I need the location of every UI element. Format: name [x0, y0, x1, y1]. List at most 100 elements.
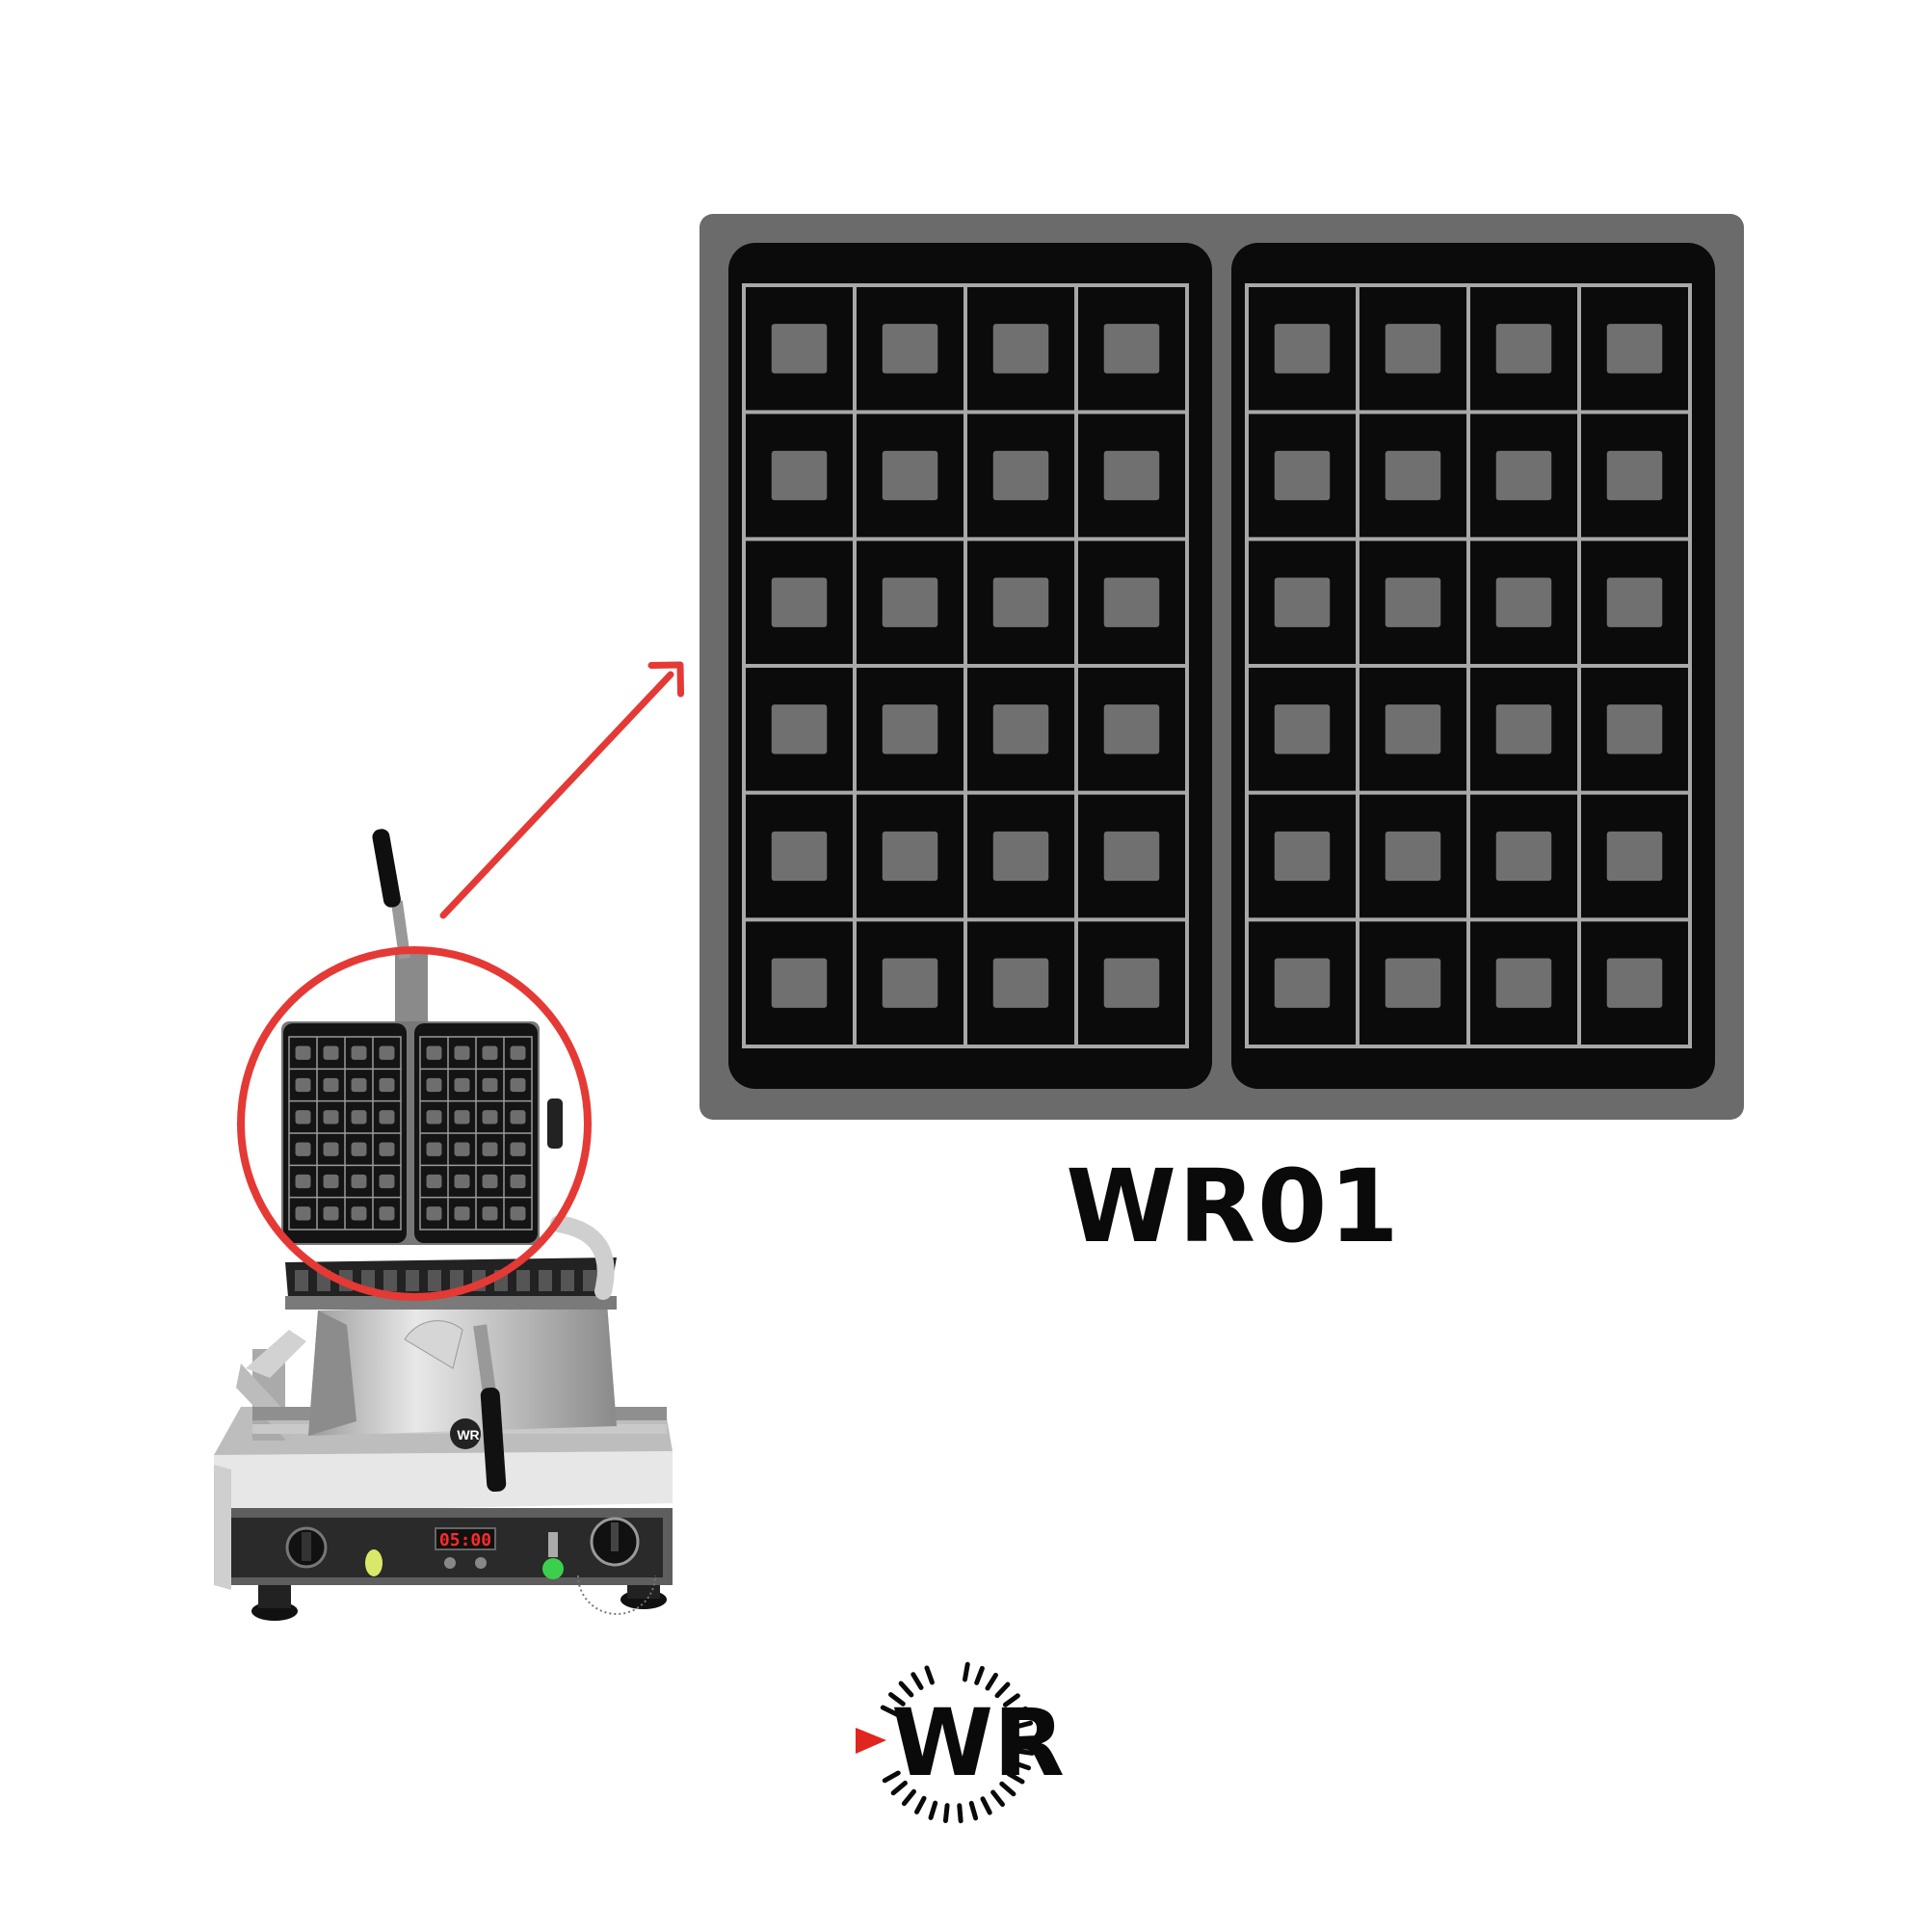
waffle-cell-pocket — [1274, 577, 1331, 627]
logo-text: WR — [891, 1689, 1065, 1797]
small-waffle-cell-pocket — [510, 1077, 526, 1093]
waffle-cell-pocket — [1103, 450, 1160, 501]
logo-tick — [999, 1781, 1016, 1797]
small-waffle-cell-pocket — [482, 1045, 498, 1060]
hinge-pipe — [550, 1215, 615, 1300]
machine-body — [308, 1303, 617, 1436]
waffle-cell-pocket — [1606, 831, 1663, 882]
lower-plate-pocket — [539, 1270, 552, 1291]
wr-badge-text: WR — [457, 1427, 479, 1442]
waffle-cell-pocket — [1274, 704, 1331, 754]
waffle-cell-pocket — [771, 958, 828, 1008]
upper-handle-arm — [390, 900, 411, 960]
small-waffle-cell-pocket — [510, 1174, 526, 1189]
timer-display — [435, 1527, 496, 1550]
waffle-cell-pocket — [992, 577, 1049, 627]
logo-play-icon — [856, 1728, 886, 1754]
waffle-cell-pocket — [1606, 577, 1663, 627]
timer-button[interactable] — [444, 1557, 456, 1569]
small-waffle-cell-pocket — [379, 1110, 395, 1125]
waffle-cell-pocket — [1606, 450, 1663, 501]
thermometer-icon — [548, 1532, 558, 1557]
logo-tick — [968, 1800, 979, 1821]
waffle-cell-pocket — [992, 450, 1049, 501]
small-waffle-cell-pocket — [426, 1142, 442, 1156]
small-waffle-cell-pocket — [454, 1142, 470, 1156]
small-waffle-cell-pocket — [323, 1206, 339, 1221]
waffle-cell-pocket — [1385, 704, 1441, 754]
waffle-cell-pocket — [882, 450, 938, 501]
waffle-cell-pocket — [771, 450, 828, 501]
logo-tick — [980, 1796, 992, 1815]
lower-plate-pocket — [383, 1270, 397, 1291]
waffle-grid-left — [742, 283, 1189, 1048]
lower-plate-pocket — [561, 1270, 574, 1291]
logo-tick — [1009, 1706, 1028, 1718]
small-waffle-cell-pocket — [323, 1174, 339, 1189]
small-waffle-cell-pocket — [295, 1110, 311, 1125]
small-waffle-cell-pocket — [323, 1142, 339, 1156]
logo-tick — [914, 1795, 927, 1814]
small-waffle-cell-pocket — [482, 1206, 498, 1221]
small-waffle-cell-pocket — [482, 1077, 498, 1093]
indicator-light-yellow — [365, 1549, 383, 1576]
small-waffle-cell-pocket — [295, 1174, 311, 1189]
logo-tick — [974, 1665, 985, 1685]
small-waffle-cell-pocket — [351, 1045, 367, 1060]
lower-plate-pocket — [516, 1270, 530, 1291]
small-waffle-cell-pocket — [379, 1206, 395, 1221]
logo-tick — [1015, 1735, 1036, 1742]
small-waffle-cell-pocket — [351, 1174, 367, 1189]
small-waffle-cell-pocket — [351, 1077, 367, 1093]
small-waffle-cell-pocket — [510, 1110, 526, 1125]
waffle-cell-pocket — [1606, 958, 1663, 1008]
waffle-cell-pocket — [882, 577, 938, 627]
waffle-cell-pocket — [1495, 577, 1552, 627]
lower-handle-arm — [473, 1324, 496, 1393]
model-code-label: WR01 — [1066, 1148, 1401, 1265]
small-waffle-cell-pocket — [295, 1206, 311, 1221]
logo-tick — [957, 1803, 964, 1824]
waffle-plate-closeup — [700, 214, 1744, 1120]
small-waffle-cell-pocket — [426, 1174, 442, 1189]
small-waffle-cell-pocket — [454, 1206, 470, 1221]
arrow-icon — [439, 661, 685, 919]
logo-tick — [942, 1803, 950, 1824]
small-waffle-cell-pocket — [482, 1174, 498, 1189]
small-waffle-cell-pocket — [482, 1142, 498, 1156]
waffle-cell-pocket — [882, 831, 938, 882]
lower-handle-grip[interactable] — [480, 1387, 507, 1493]
timer-button[interactable] — [475, 1557, 487, 1569]
small-waffle-cell-pocket — [454, 1174, 470, 1189]
logo-tick — [898, 1681, 914, 1698]
waffle-cell-pocket — [771, 324, 828, 374]
small-waffle-cell-pocket — [510, 1045, 526, 1060]
waffle-cell-pocket — [1385, 324, 1441, 374]
machine-base-side — [214, 1465, 231, 1590]
logo-tick — [1014, 1748, 1035, 1756]
plate-latch — [547, 1098, 563, 1149]
waffle-cell-pocket — [1274, 958, 1331, 1008]
rotation-hinge — [404, 1320, 463, 1369]
lower-plate-pocket — [428, 1270, 441, 1291]
lower-plate-pocket — [583, 1270, 596, 1291]
waffle-cell-pocket — [1495, 958, 1552, 1008]
waffle-cell-pocket — [992, 831, 1049, 882]
waffle-cell-pocket — [1495, 324, 1552, 374]
power-knob-grip — [302, 1532, 311, 1561]
lower-plate-pocket — [406, 1270, 419, 1291]
waffle-cell-pocket — [882, 324, 938, 374]
small-waffle-cell-pocket — [351, 1206, 367, 1221]
logo-tick — [880, 1705, 900, 1717]
waffle-grid-right — [1245, 283, 1692, 1048]
upper-handle-grip[interactable] — [371, 828, 402, 909]
small-waffle-cell-pocket — [454, 1110, 470, 1125]
waffle-cell-pocket — [1274, 450, 1331, 501]
machine-base-top — [214, 1451, 673, 1513]
frame-strut — [246, 1330, 306, 1378]
logo-dial-ticks — [880, 1661, 1036, 1824]
small-waffle-cell-pocket — [323, 1077, 339, 1093]
waffle-cell-pocket — [1103, 704, 1160, 754]
frame-strut — [236, 1363, 299, 1443]
waffle-cell-pocket — [1606, 704, 1663, 754]
